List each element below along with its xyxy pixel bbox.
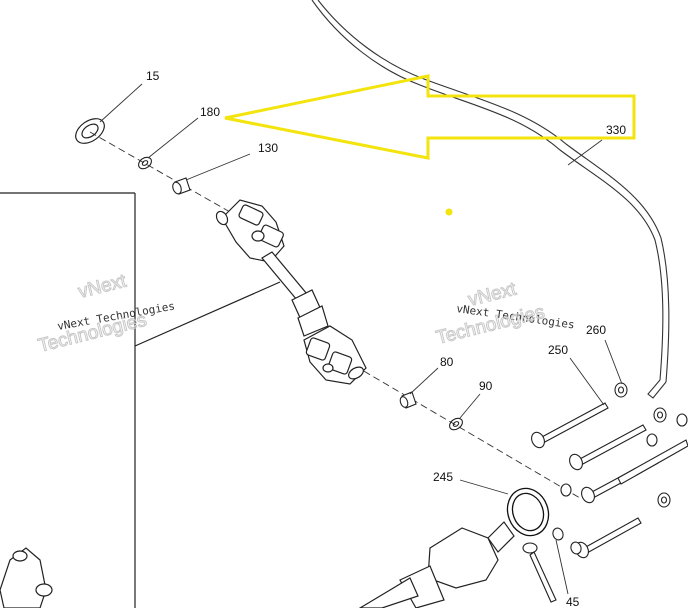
inset-frame xyxy=(0,192,281,608)
bolt-set-250 xyxy=(531,402,688,559)
callout-90: 90 xyxy=(479,379,493,393)
callout-245: 245 xyxy=(433,470,453,484)
washer-part-15 xyxy=(75,118,105,144)
callout-130: 130 xyxy=(258,141,278,155)
cable-line xyxy=(311,0,670,399)
callout-45: 45 xyxy=(566,595,580,608)
washer-part-180 xyxy=(138,156,152,170)
cv-axle xyxy=(358,521,515,608)
nut-set-260 xyxy=(560,382,688,508)
bushing-part-80 xyxy=(399,391,417,409)
watermark-right: vNext vNext Technologies Technologies xyxy=(434,278,576,349)
highlight-arrow xyxy=(224,74,636,216)
assembly-axis xyxy=(89,131,581,499)
washer-part-90 xyxy=(449,417,463,431)
yoke-part xyxy=(0,547,53,608)
callout-15: 15 xyxy=(146,69,160,83)
callout-330: 330 xyxy=(606,123,626,137)
callout-180: 180 xyxy=(200,105,220,119)
leader-lines xyxy=(99,83,623,595)
watermark-left: vNext vNext Technologies Technologies xyxy=(36,270,176,357)
bushing-part-130 xyxy=(172,177,191,195)
svg-text:vNext: vNext xyxy=(76,271,129,303)
driveshaft-assembly xyxy=(215,199,367,385)
callout-250: 250 xyxy=(548,343,568,357)
o-ring-part-245 xyxy=(506,487,550,537)
bolt-part-45 xyxy=(522,527,582,603)
callout-260: 260 xyxy=(586,323,606,337)
callout-80: 80 xyxy=(440,355,454,369)
callout-labels: 15 180 130 330 260 250 80 90 245 45 xyxy=(146,69,626,608)
